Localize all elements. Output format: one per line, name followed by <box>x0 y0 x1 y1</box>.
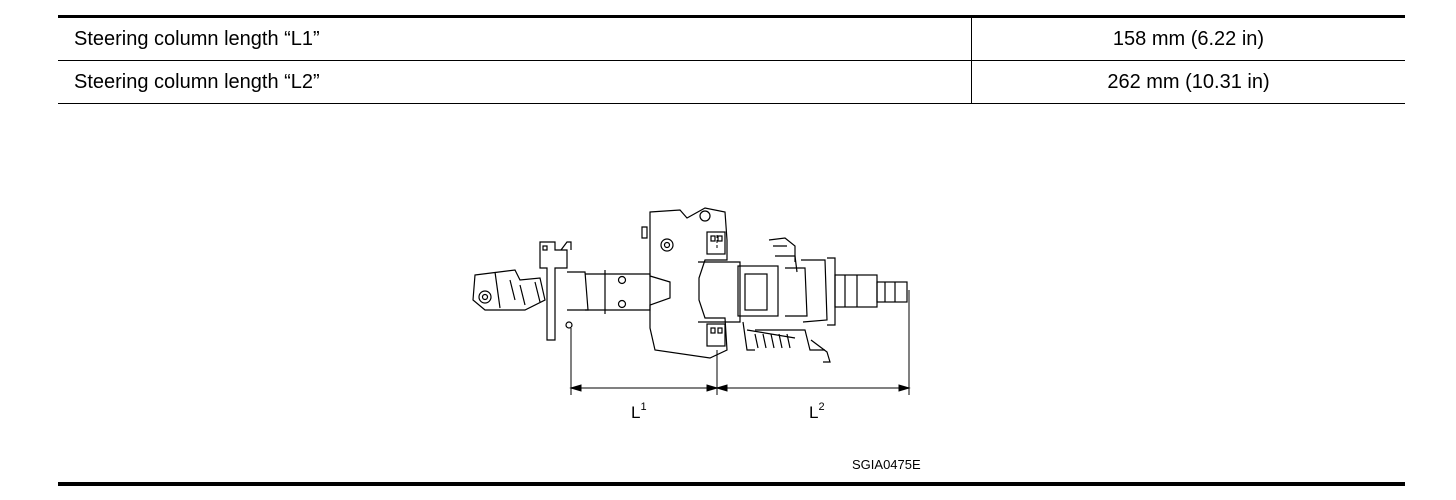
dim-l2-label: L <box>809 403 818 422</box>
svg-text:L1: L1 <box>631 401 647 422</box>
lower-bracket <box>539 241 589 341</box>
dim-l1-superscript: 1 <box>640 401 646 413</box>
dim-l2-superscript: 2 <box>818 401 824 413</box>
spec-label: Steering column length “L1” <box>58 15 972 61</box>
column-tube <box>585 270 651 314</box>
table-row: Steering column length “L2” 262 mm (10.3… <box>58 60 1405 104</box>
column-housing <box>641 207 728 359</box>
spec-value: 262 mm (10.31 in) <box>971 60 1405 104</box>
figure-code: SGIA0475E <box>852 457 921 472</box>
tilt-mechanism <box>698 237 831 363</box>
bottom-rule <box>58 482 1405 486</box>
spec-value: 158 mm (6.22 in) <box>971 15 1405 61</box>
svg-text:L2: L2 <box>809 401 825 422</box>
steering-column-illustration: L1 L2 <box>472 207 911 422</box>
dimension-lines <box>569 235 911 395</box>
spec-table: Steering column length “L1” 158 mm (6.22… <box>58 15 1405 104</box>
spec-label: Steering column length “L2” <box>58 60 972 104</box>
table-row: Steering column length “L1” 158 mm (6.22… <box>58 15 1405 61</box>
upper-shaft <box>827 257 908 326</box>
universal-joint <box>472 269 546 311</box>
dim-l1-label: L <box>631 403 640 422</box>
